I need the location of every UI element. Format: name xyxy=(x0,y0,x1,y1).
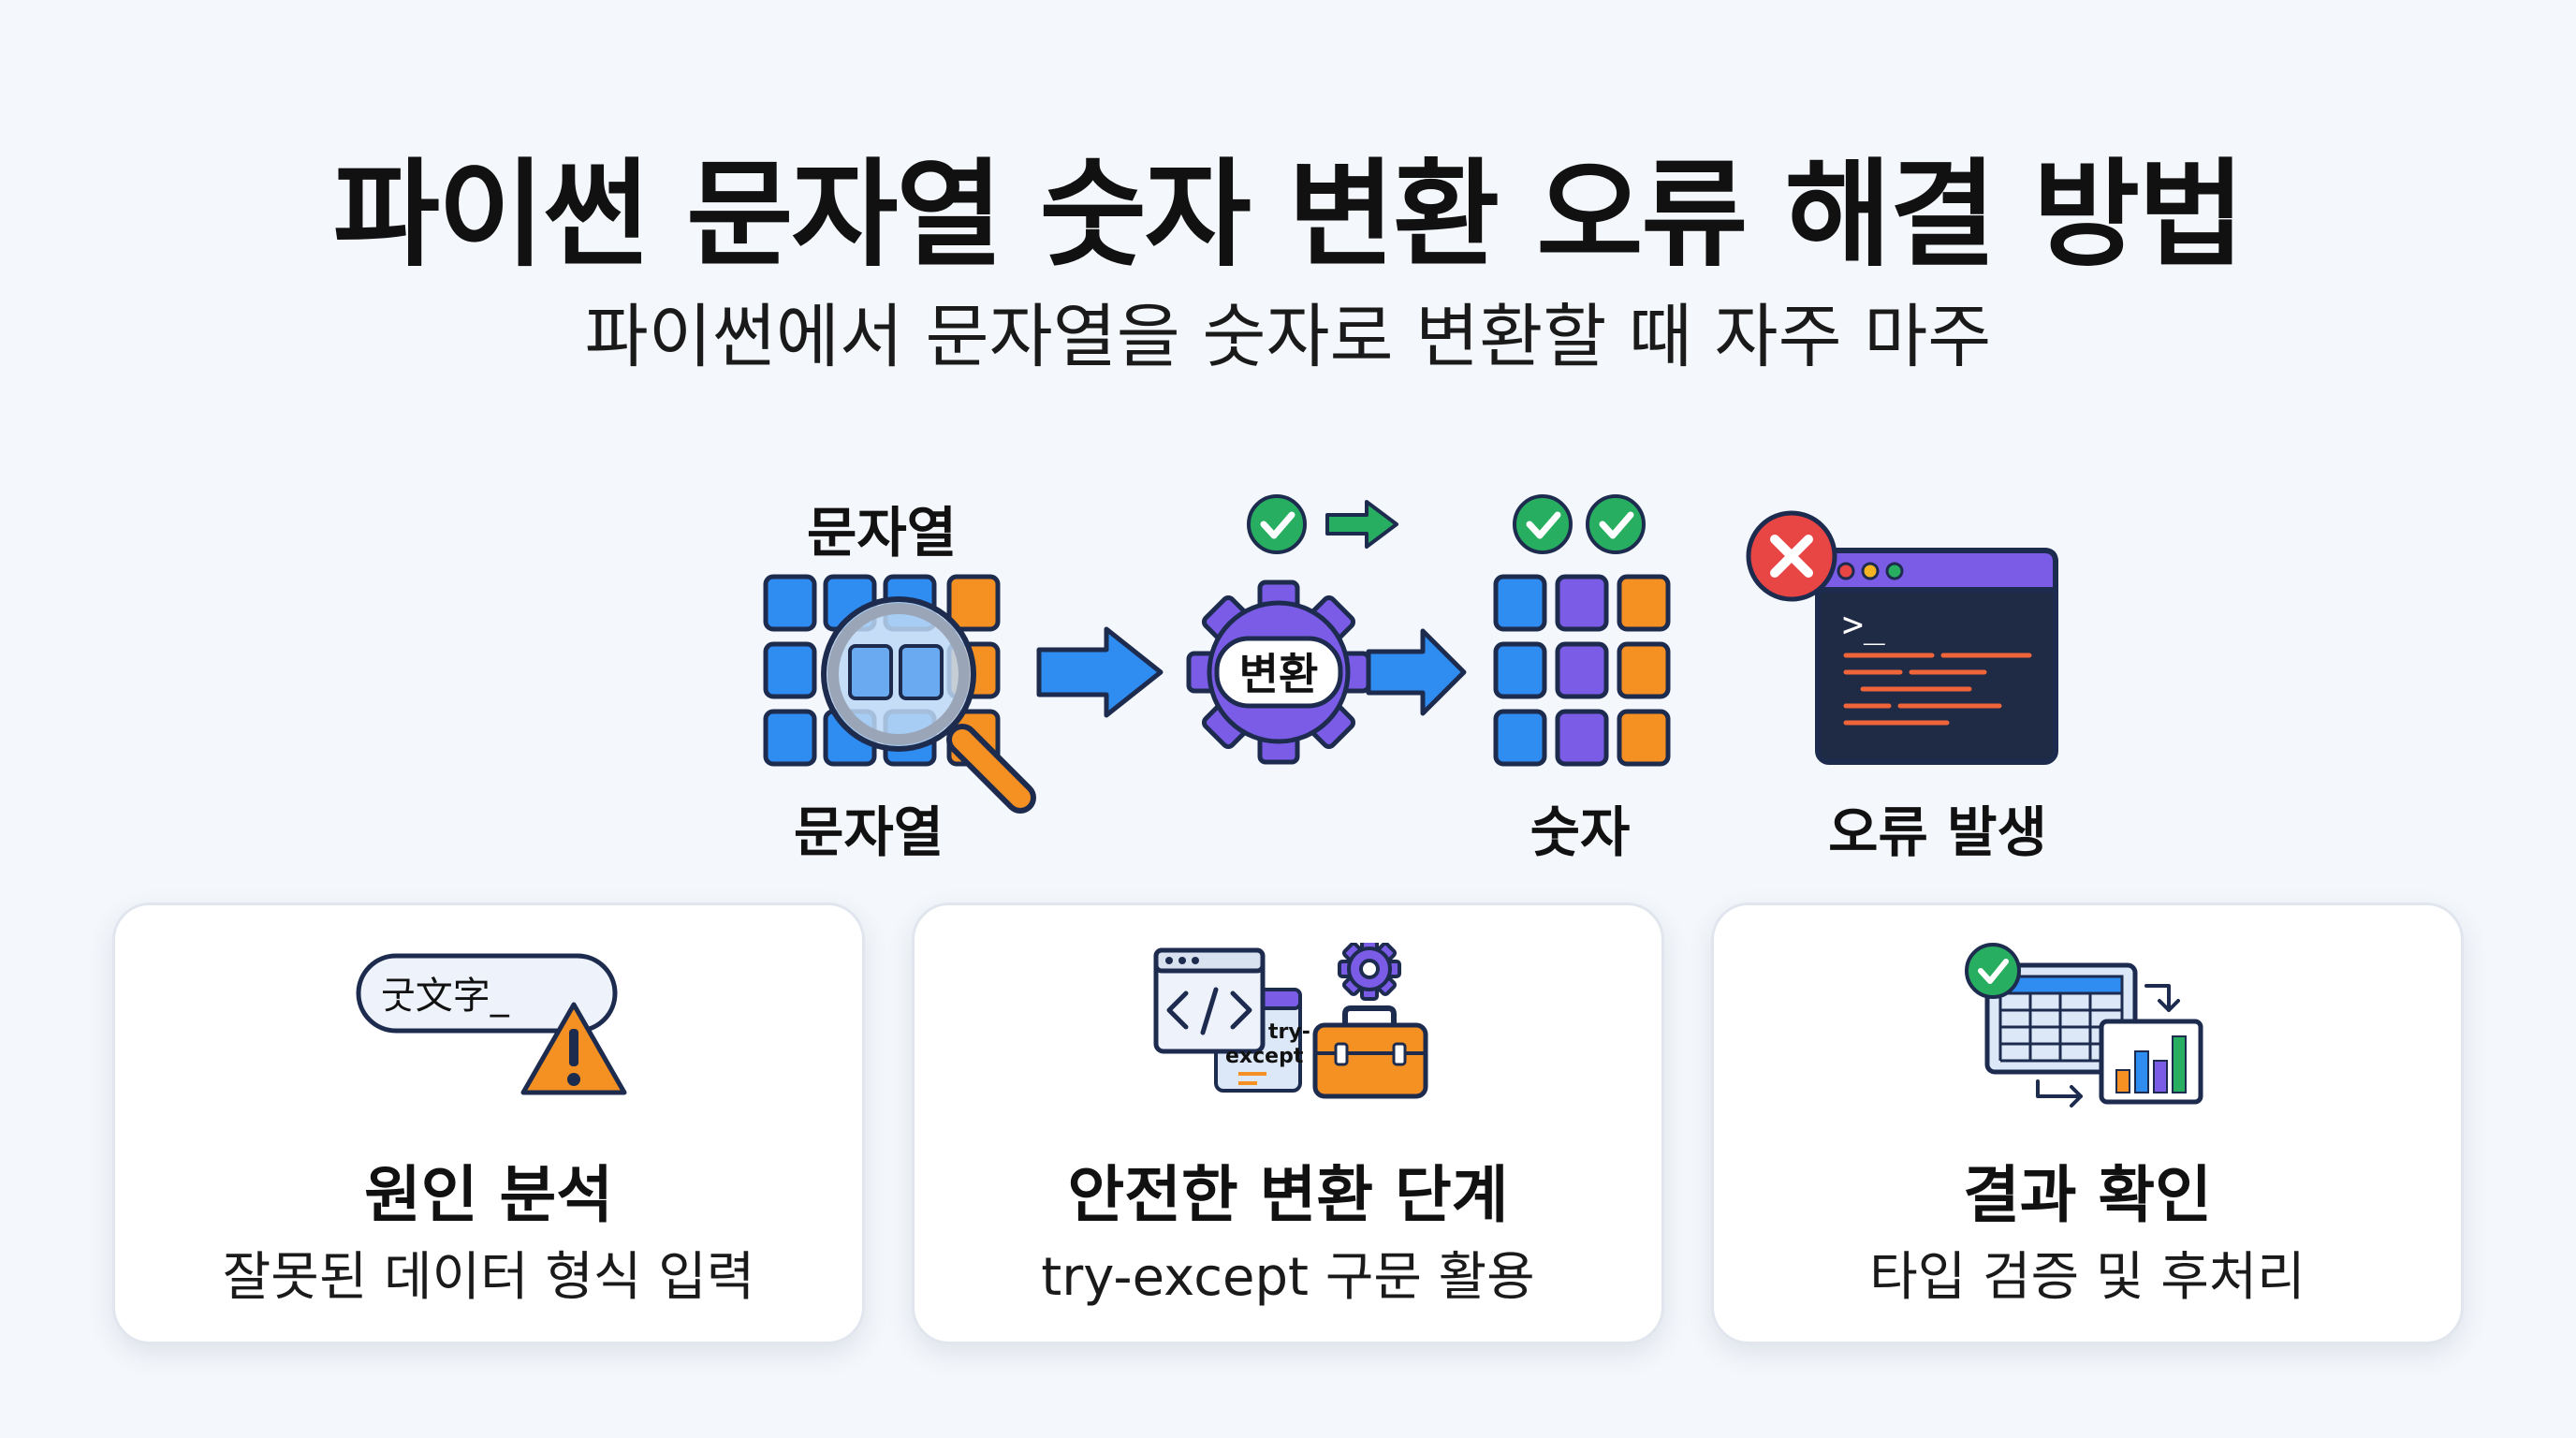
check-icon-2 xyxy=(1513,494,1573,554)
page-subtitle: 파이썬에서 문자열을 숫자로 변환할 때 자주 마주 xyxy=(584,297,1992,377)
arrow-right-icon xyxy=(1036,626,1164,718)
error-terminal-icon xyxy=(1746,510,2058,765)
card-cause-analysis: 굿文字_ 원인 분석 잘못된 데이터 형식 입력 xyxy=(112,902,865,1344)
card-safe-conversion: try- except 안전한 변환 단계 try-except 구문 활용 xyxy=(912,902,1664,1344)
code-except-text: except xyxy=(1225,1045,1304,1068)
card-title: 원인 분석 xyxy=(364,1159,613,1231)
conversion-flow-diagram: 변환 xyxy=(763,494,2058,814)
string-sample-text: 굿文字_ xyxy=(381,975,510,1018)
gear-icon xyxy=(1186,580,1371,765)
card-title: 결과 확인 xyxy=(1963,1159,2212,1231)
error-label: 오류 발생 xyxy=(1828,800,2047,864)
gear-label: 변환 xyxy=(1239,649,1319,699)
card-description: 잘못된 데이터 형식 입력 xyxy=(222,1247,755,1308)
card-title: 안전한 변환 단계 xyxy=(1067,1159,1509,1231)
green-arrow-icon xyxy=(1325,500,1398,549)
card-description: try-except 구문 활용 xyxy=(1041,1247,1535,1308)
check-icon xyxy=(1247,494,1307,554)
page-title: 파이썬 문자열 숫자 변환 오류 해결 방법 xyxy=(332,148,2245,283)
string-warning-text-layer: 굿文字_ xyxy=(381,975,510,1018)
code-toolbox-icon xyxy=(1153,943,1428,1099)
string-bottom-label: 문자열 xyxy=(793,800,944,864)
terminal-prompt: >_ xyxy=(1842,604,1885,646)
code-try-text: try- xyxy=(1268,1020,1310,1044)
number-grid-icon xyxy=(1493,574,1671,767)
magnifier-icon xyxy=(821,596,1036,814)
table-chart-icon xyxy=(1965,943,2203,1108)
code-toolbox-text-layer: try- except xyxy=(1225,1020,1310,1068)
number-label: 숫자 xyxy=(1530,800,1631,864)
string-top-label: 문자열 xyxy=(806,501,958,565)
card-result-check: 결과 확인 타입 검증 및 후처리 xyxy=(1711,902,2464,1344)
card-description: 타입 검증 및 후처리 xyxy=(1869,1247,2305,1308)
check-icon-3 xyxy=(1586,494,1646,554)
string-warning-icon xyxy=(356,953,627,1095)
arrow-right-icon-2 xyxy=(1366,628,1467,716)
